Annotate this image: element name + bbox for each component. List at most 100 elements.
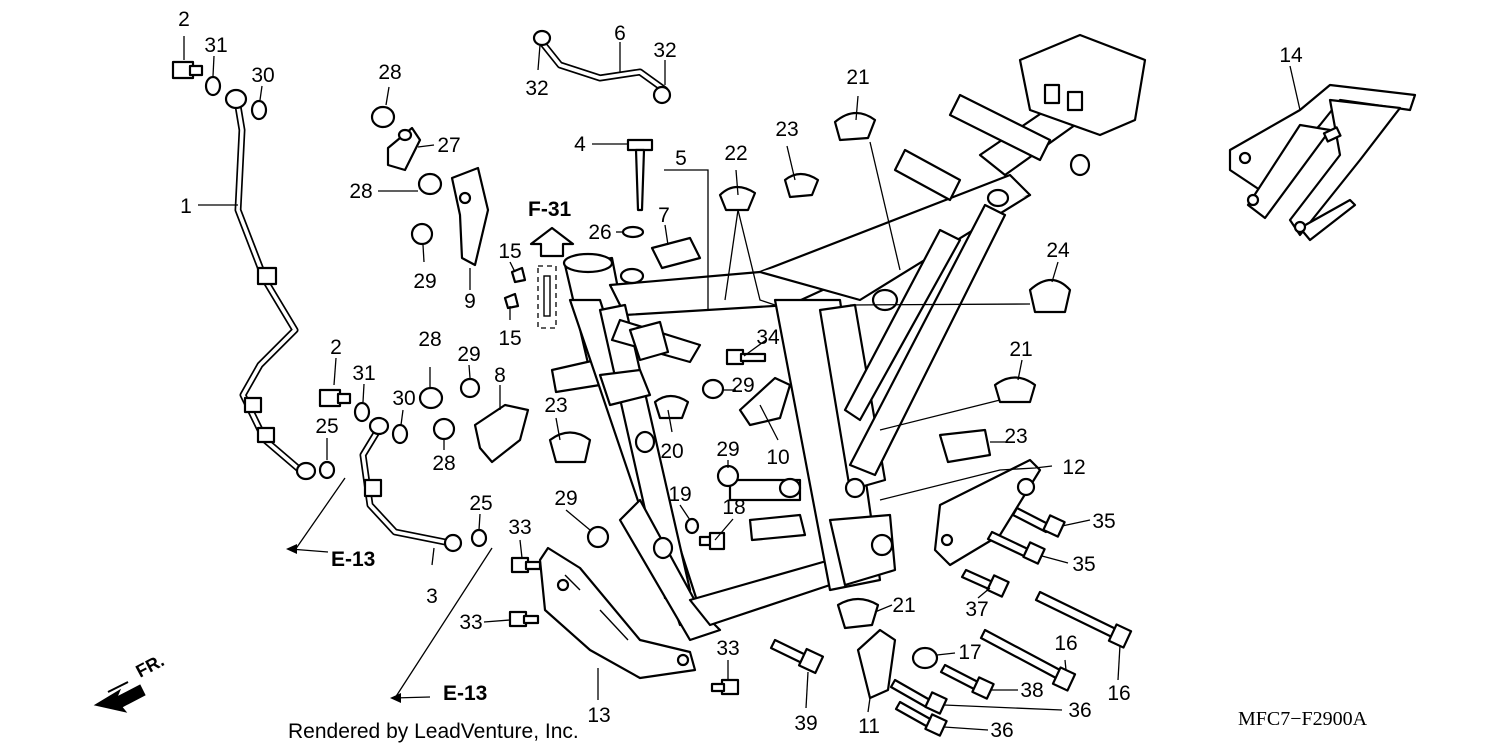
bracket-11 xyxy=(856,628,897,700)
callout: 30 xyxy=(251,64,274,87)
callout: 26 xyxy=(588,221,611,244)
callout: 37 xyxy=(965,598,988,621)
callout: 6 xyxy=(614,22,626,45)
callout: 28 xyxy=(349,180,372,203)
callout: 27 xyxy=(437,134,460,157)
nut-12 xyxy=(1016,477,1036,497)
callout: 7 xyxy=(658,204,670,227)
brake-hose-1 xyxy=(224,88,317,481)
callout: 28 xyxy=(432,452,455,475)
bolt-35-b xyxy=(986,530,1046,565)
callout: 12 xyxy=(1062,456,1085,479)
f31-arrow-icon xyxy=(529,226,575,258)
ref-e13-a: E-13 xyxy=(331,548,375,571)
credit-text: Rendered by LeadVenture, Inc. xyxy=(288,720,579,743)
bolt-33-b xyxy=(508,610,540,628)
callout: 21 xyxy=(846,66,869,89)
callout: 29 xyxy=(413,270,436,293)
rubber-28-d xyxy=(432,417,456,441)
callout: 39 xyxy=(794,712,817,735)
callout: 31 xyxy=(204,34,227,57)
callout: 38 xyxy=(1020,679,1043,702)
callout: 33 xyxy=(508,516,531,539)
callout: 24 xyxy=(1046,239,1070,262)
clamp-15-b xyxy=(503,292,520,310)
callout: 11 xyxy=(858,715,880,738)
callout: 20 xyxy=(660,440,683,463)
callout: 33 xyxy=(716,637,739,660)
leader-lines xyxy=(183,36,1301,731)
callout: 25 xyxy=(315,415,338,438)
rubber-29-a xyxy=(410,222,434,246)
callout: 32 xyxy=(525,77,548,100)
rubber-29-c xyxy=(701,378,725,400)
brake-hose-3 xyxy=(359,416,463,553)
collar-19 xyxy=(684,517,700,535)
callout: 34 xyxy=(756,326,780,349)
bracket-9 xyxy=(450,166,490,267)
rubber-28-b xyxy=(417,172,443,196)
collar-17 xyxy=(911,646,939,670)
callout: 16 xyxy=(1107,682,1130,705)
rubber-28-c xyxy=(418,386,444,410)
clamp-24 xyxy=(1028,278,1072,314)
bolt-2-top xyxy=(171,60,204,80)
callout: 16 xyxy=(1054,632,1077,655)
callout: 18 xyxy=(722,496,745,519)
callout: 29 xyxy=(731,374,754,397)
callout: 32 xyxy=(653,39,676,62)
bolt-36-b xyxy=(894,700,948,737)
rubber-29-e xyxy=(586,525,610,549)
frame-cap xyxy=(619,267,645,285)
clamp-23-top xyxy=(783,172,820,199)
bolt-36-a xyxy=(889,678,948,715)
bolt-39 xyxy=(769,638,825,675)
bolt-33-a xyxy=(510,556,542,574)
grab-rail-14 xyxy=(1228,83,1417,242)
callout: 23 xyxy=(1004,425,1027,448)
bracket-27 xyxy=(386,126,422,172)
callout: 14 xyxy=(1279,44,1303,67)
callout: 21 xyxy=(892,594,915,617)
pad-7 xyxy=(650,236,702,270)
bolt-16-b xyxy=(979,628,1077,692)
callout: 1 xyxy=(180,195,192,218)
callout: 23 xyxy=(775,118,798,141)
bolt-35-a xyxy=(1011,506,1066,538)
skid-plate-13 xyxy=(538,546,697,680)
callout: 5 xyxy=(675,147,687,170)
gasket-26 xyxy=(621,225,645,239)
callout: 30 xyxy=(392,387,415,410)
bolt-18 xyxy=(698,531,726,551)
callout: 21 xyxy=(1009,338,1032,361)
callout: 22 xyxy=(724,142,747,165)
dipstick-4 xyxy=(626,138,654,212)
steering-lock-slot xyxy=(543,275,551,317)
washer-25-b xyxy=(470,528,488,548)
washer-31-top xyxy=(204,75,222,97)
washer-30-top xyxy=(250,99,268,121)
ref-f31: F-31 xyxy=(528,198,572,221)
bolt-2-mid xyxy=(318,388,352,408)
bolt-38 xyxy=(939,663,995,700)
callout: 13 xyxy=(587,704,610,727)
clamp-21-mid xyxy=(993,376,1037,404)
clamp-22 xyxy=(718,185,757,212)
rubber-29-d xyxy=(716,464,740,488)
bolt-16-a xyxy=(1034,590,1133,649)
clamp-23-right xyxy=(938,428,992,464)
bolt-34 xyxy=(725,348,767,366)
callout: 29 xyxy=(716,438,739,461)
clamp-20 xyxy=(653,394,690,420)
callout: 31 xyxy=(352,362,375,385)
callout: 15 xyxy=(498,327,521,350)
callout: 3 xyxy=(426,585,438,608)
callout: 28 xyxy=(378,61,401,84)
rubber-29-b xyxy=(459,377,481,399)
callout: 36 xyxy=(990,719,1013,742)
callout: 29 xyxy=(457,343,480,366)
callout: 28 xyxy=(418,328,441,351)
callout: 33 xyxy=(459,611,482,634)
